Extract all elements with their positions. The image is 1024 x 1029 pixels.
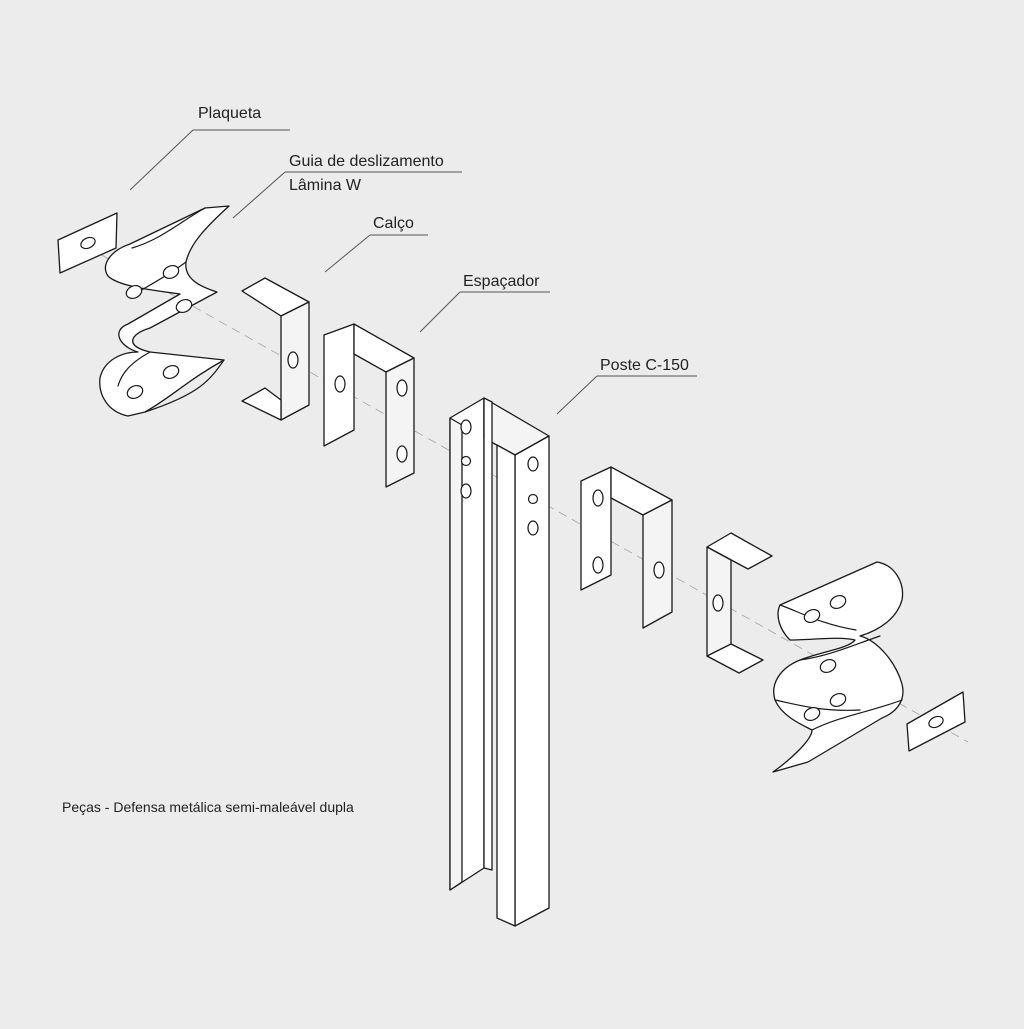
label-calco: Calço (324, 215, 428, 273)
caption-text: Peças - Defensa metálica semi-maleável d… (62, 799, 354, 815)
label-plaqueta-text: Plaqueta (198, 105, 261, 122)
label-poste: Poste C-150 (556, 357, 697, 415)
calco-left (241, 277, 310, 421)
label-espacador-text: Espaçador (463, 273, 540, 290)
label-calco-text: Calço (373, 215, 414, 232)
espacador-right (580, 466, 673, 629)
w-beam-right (772, 561, 904, 773)
label-lamina-text: Lâmina W (289, 177, 362, 194)
label-plaqueta: Plaqueta (129, 105, 290, 191)
calco-right (706, 532, 773, 674)
plaqueta-right (906, 691, 966, 752)
espacador-left (323, 323, 415, 488)
w-beam-left (99, 205, 230, 417)
poste-c150 (449, 397, 550, 927)
plaqueta-left (57, 212, 118, 274)
label-espacador: Espaçador (419, 273, 550, 333)
label-poste-text: Poste C-150 (600, 357, 689, 374)
label-guia-text: Guia de deslizamento (289, 153, 444, 170)
label-guia: Guia de deslizamento Lâmina W (232, 153, 462, 219)
